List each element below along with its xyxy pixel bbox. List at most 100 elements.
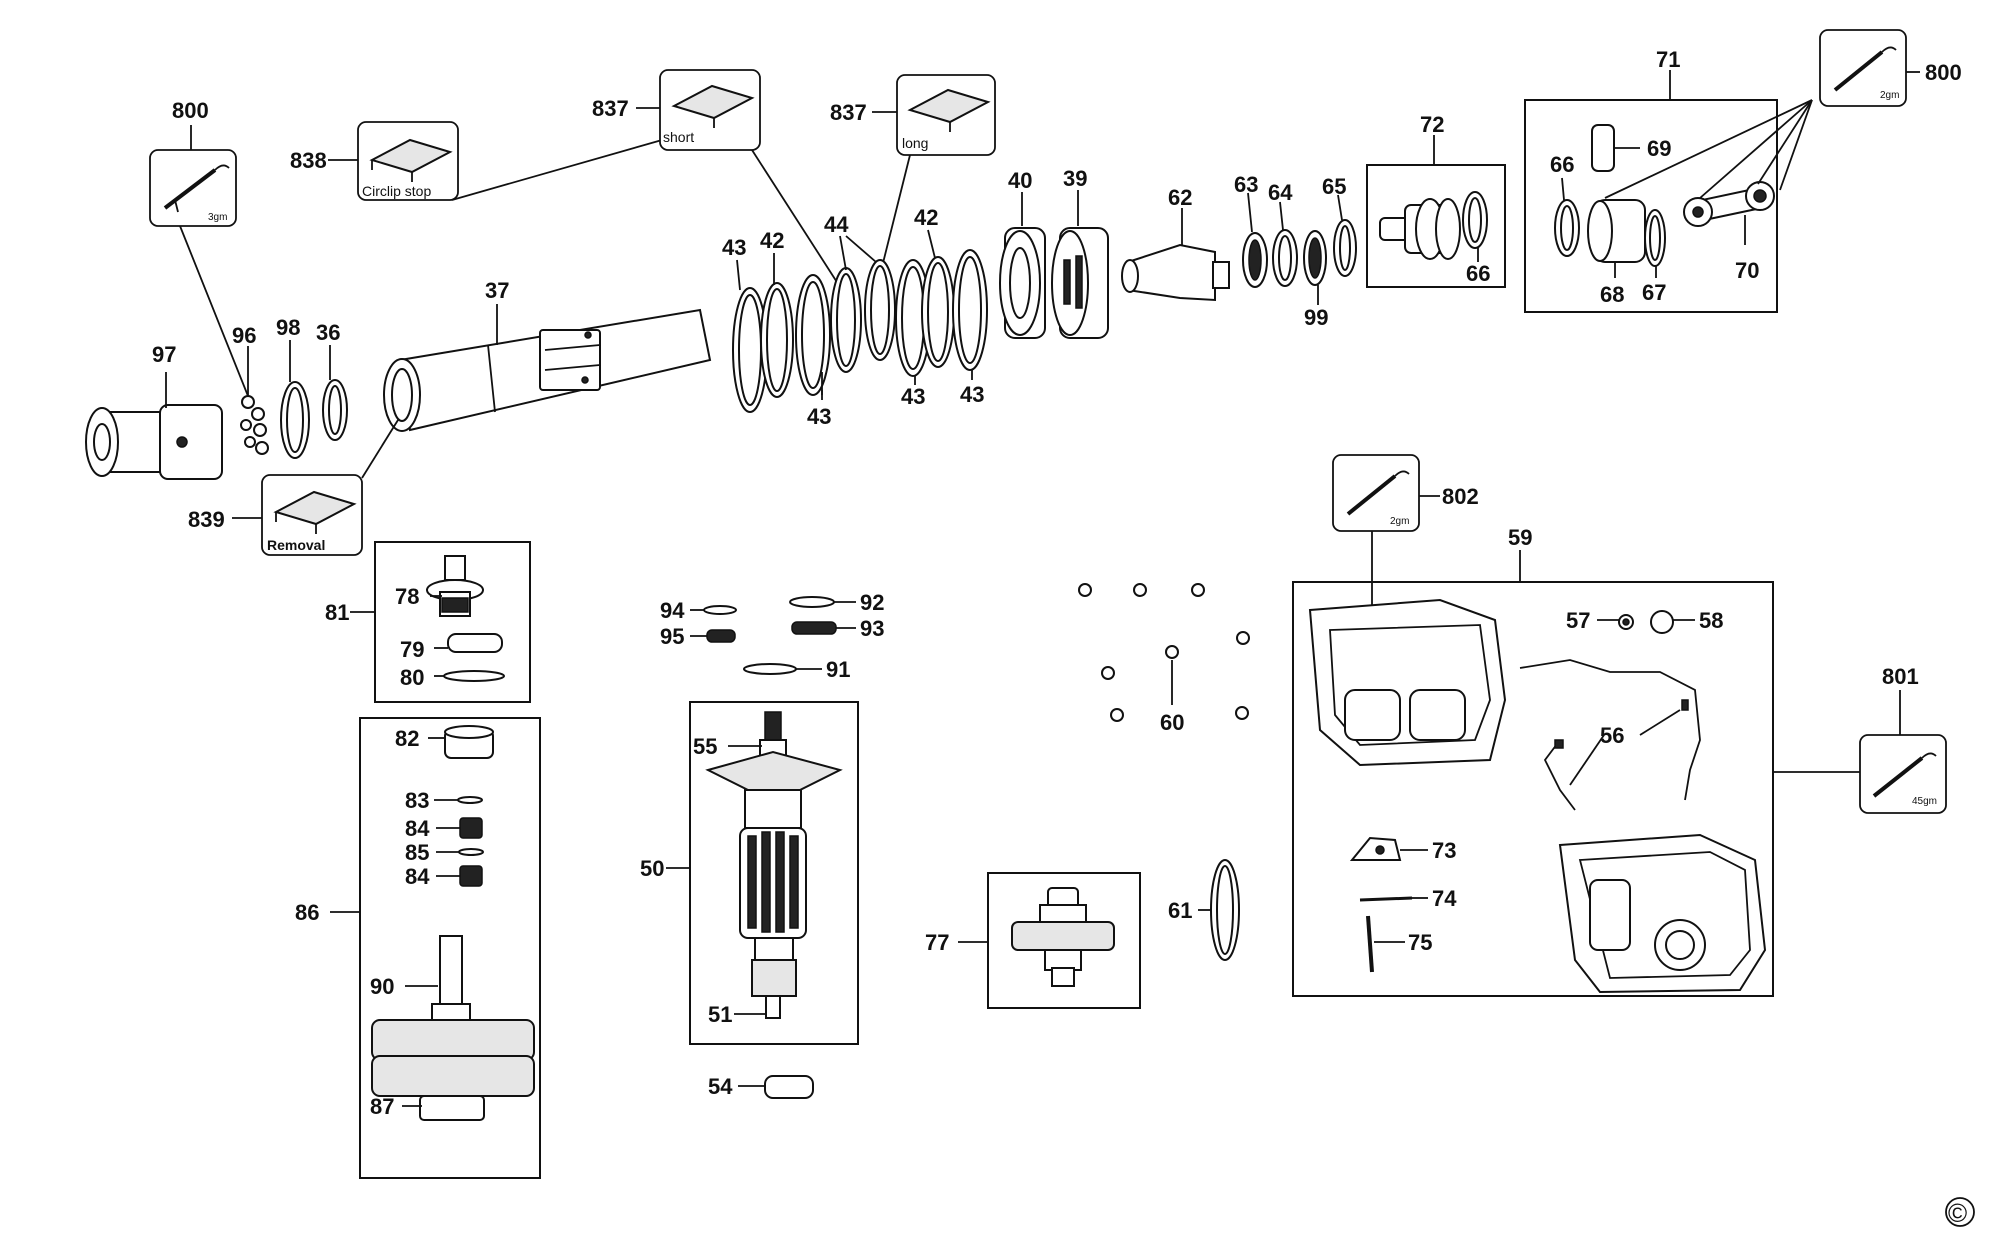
label-43a: 43	[722, 235, 746, 260]
label-78: 78	[395, 584, 419, 609]
housing-half-bottom	[1558, 833, 1767, 994]
grease-amount-802: 2gm	[1390, 516, 1409, 527]
ring-91	[743, 663, 797, 675]
label-73: 73	[1432, 838, 1456, 863]
label-67: 67	[1642, 280, 1666, 305]
pin-75	[1366, 915, 1374, 973]
label-81: 81	[325, 600, 349, 625]
housing-half-top	[1308, 598, 1507, 767]
needle-bearing-84b	[459, 865, 483, 887]
label-61: 61	[1168, 898, 1192, 923]
label-87: 87	[370, 1094, 394, 1119]
washer-94	[703, 605, 737, 615]
label-800b: 800	[1925, 60, 1962, 85]
box-71	[1524, 99, 1778, 313]
label-55: 55	[693, 734, 717, 759]
label-43c: 43	[901, 384, 925, 409]
grease-tube-icon	[1833, 46, 1897, 92]
box-50	[689, 701, 859, 1045]
striker-assembly-72	[1379, 191, 1488, 260]
bearing-79	[447, 633, 503, 653]
tool-icon-838	[369, 138, 453, 182]
box-77	[987, 872, 1141, 1009]
label-59: 59	[1508, 525, 1532, 550]
label-42b: 42	[914, 205, 938, 230]
label-800a: 800	[172, 98, 209, 123]
washer-80	[443, 670, 505, 682]
ring-83	[457, 796, 483, 804]
label-54: 54	[708, 1074, 733, 1099]
label-37: 37	[485, 278, 509, 303]
label-85: 85	[405, 840, 429, 865]
label-65: 65	[1322, 174, 1346, 199]
tool-icon-837-long	[907, 88, 991, 132]
needle-bearing-84a	[459, 817, 483, 839]
label-838: 838	[290, 148, 327, 173]
label-80: 80	[400, 665, 424, 690]
label-801: 801	[1882, 664, 1919, 689]
label-43d: 43	[960, 382, 984, 407]
label-91: 91	[826, 657, 850, 682]
tool-icon-837-short	[671, 84, 755, 128]
tool-holder-97	[85, 404, 223, 480]
label-83: 83	[405, 788, 429, 813]
ring-92	[789, 596, 835, 608]
box-72	[1366, 164, 1506, 288]
bearing-39	[1051, 227, 1109, 339]
label-68: 68	[1600, 282, 1624, 307]
screws-60	[1078, 583, 1250, 722]
label-42a: 42	[760, 228, 784, 253]
label-86: 86	[295, 900, 319, 925]
tool-caption-removal: Removal	[267, 537, 325, 553]
label-44: 44	[824, 212, 849, 237]
label-69: 69	[1647, 136, 1671, 161]
ring-85	[458, 848, 484, 856]
cylinder-37	[383, 308, 712, 432]
pin-69	[1591, 124, 1615, 172]
label-96: 96	[232, 323, 256, 348]
label-82: 82	[395, 726, 419, 751]
grease-tube-icon	[1872, 752, 1937, 798]
label-802: 802	[1442, 484, 1479, 509]
label-99: 99	[1304, 305, 1328, 330]
label-84a: 84	[405, 816, 430, 841]
bearing-82	[444, 725, 494, 759]
label-72: 72	[1420, 112, 1444, 137]
box-59	[1292, 581, 1774, 997]
grease-amount-800b: 2gm	[1880, 90, 1899, 101]
label-66b: 66	[1550, 152, 1574, 177]
label-57: 57	[1566, 608, 1590, 633]
label-62: 62	[1168, 185, 1192, 210]
label-95: 95	[660, 624, 684, 649]
wire-harness-56	[1519, 659, 1701, 811]
label-837b: 837	[830, 100, 867, 125]
rod-74	[1359, 896, 1413, 902]
connecting-rod-70	[1683, 181, 1775, 227]
label-837a: 837	[592, 96, 629, 121]
tool-icon-839	[273, 490, 357, 534]
switch-73	[1349, 836, 1402, 861]
copyright-circle	[1945, 1197, 1975, 1227]
label-90: 90	[370, 974, 394, 999]
label-71: 71	[1656, 47, 1680, 72]
piston-68	[1587, 199, 1646, 263]
label-39: 39	[1063, 166, 1087, 191]
label-56: 56	[1600, 723, 1624, 748]
label-94: 94	[660, 598, 685, 623]
label-51: 51	[708, 1002, 732, 1027]
label-839: 839	[188, 507, 225, 532]
label-70: 70	[1735, 258, 1759, 283]
bearing-54	[764, 1075, 814, 1099]
label-64: 64	[1268, 180, 1293, 205]
label-60: 60	[1160, 710, 1184, 735]
tool-caption-short: short	[663, 129, 694, 145]
gear-shaft-90-87	[371, 935, 535, 1121]
label-77: 77	[925, 930, 949, 955]
box-86	[359, 717, 541, 1179]
gear-78	[426, 555, 484, 617]
spring-95	[706, 629, 736, 643]
label-63: 63	[1234, 172, 1258, 197]
label-92: 92	[860, 590, 884, 615]
grease-tube-icon	[1346, 470, 1410, 516]
